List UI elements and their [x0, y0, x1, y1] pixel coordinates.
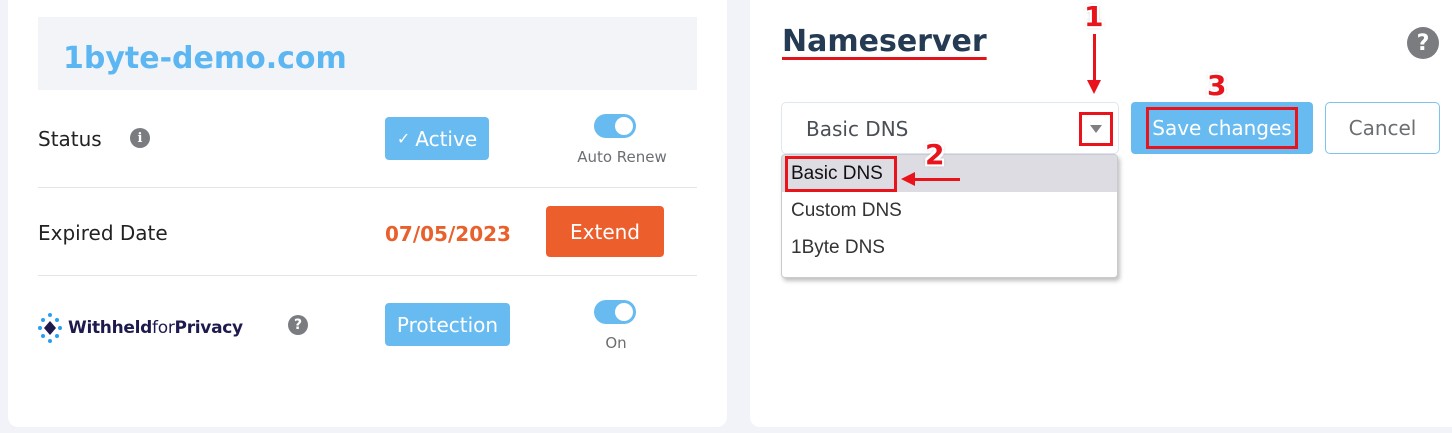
nameserver-title: Nameserver [782, 24, 987, 59]
row-divider [38, 187, 697, 188]
caret-down-icon [1090, 125, 1102, 133]
save-changes-button[interactable]: Save changes [1131, 102, 1313, 154]
privacy-toggle[interactable] [594, 300, 636, 324]
annotation-highlight-box [785, 156, 897, 192]
annotation-step-1: 1 [1084, 0, 1104, 33]
row-divider [38, 275, 697, 276]
nameserver-select[interactable]: Basic DNS [781, 102, 1119, 154]
domain-details-card: 1byte-demo.com Status i ✓ Active Auto Re… [8, 0, 727, 427]
extend-button[interactable]: Extend [546, 206, 664, 257]
expired-date-value: 07/05/2023 [385, 222, 511, 246]
nameserver-card: Nameserver ? Basic DNS Save changes Canc… [750, 0, 1452, 427]
privacy-logo-text: WithheldforPrivacy [68, 318, 243, 338]
protection-button[interactable]: Protection [385, 303, 510, 346]
annotation-step-2: 2 [925, 138, 945, 171]
domain-header: 1byte-demo.com [38, 17, 697, 90]
withheldforprivacy-logo: WithheldforPrivacy [38, 312, 243, 344]
info-icon[interactable]: i [130, 128, 150, 148]
option-basic-dns[interactable]: Basic DNS [782, 155, 1117, 192]
annotation-step-3: 3 [1207, 69, 1227, 102]
question-circle-icon[interactable]: ? [1407, 27, 1439, 59]
annotation-arrow-left [901, 172, 960, 186]
domain-name: 1byte-demo.com [63, 41, 347, 76]
cancel-button[interactable]: Cancel [1325, 102, 1440, 154]
privacy-toggle-caption: On [605, 334, 627, 352]
nameserver-dropdown-menu: Basic DNS Custom DNS 1Byte DNS [781, 154, 1118, 278]
auto-renew-toggle[interactable] [594, 114, 636, 138]
expired-date-label: Expired Date [38, 221, 168, 245]
check-icon: ✓ [396, 129, 411, 148]
active-label: Active [415, 126, 478, 151]
auto-renew-caption: Auto Renew [577, 148, 667, 166]
select-value: Basic DNS [806, 117, 909, 141]
save-changes-label: Save changes [1146, 107, 1298, 149]
option-1byte-dns[interactable]: 1Byte DNS [791, 236, 885, 258]
dropdown-caret-button[interactable] [1079, 112, 1113, 146]
question-icon[interactable]: ? [288, 315, 308, 335]
privacy-logo-icon [38, 313, 62, 343]
active-status-badge: ✓ Active [385, 117, 489, 160]
option-custom-dns[interactable]: Custom DNS [791, 199, 902, 221]
status-label: Status [38, 127, 102, 151]
annotation-arrow-down [1087, 34, 1101, 94]
